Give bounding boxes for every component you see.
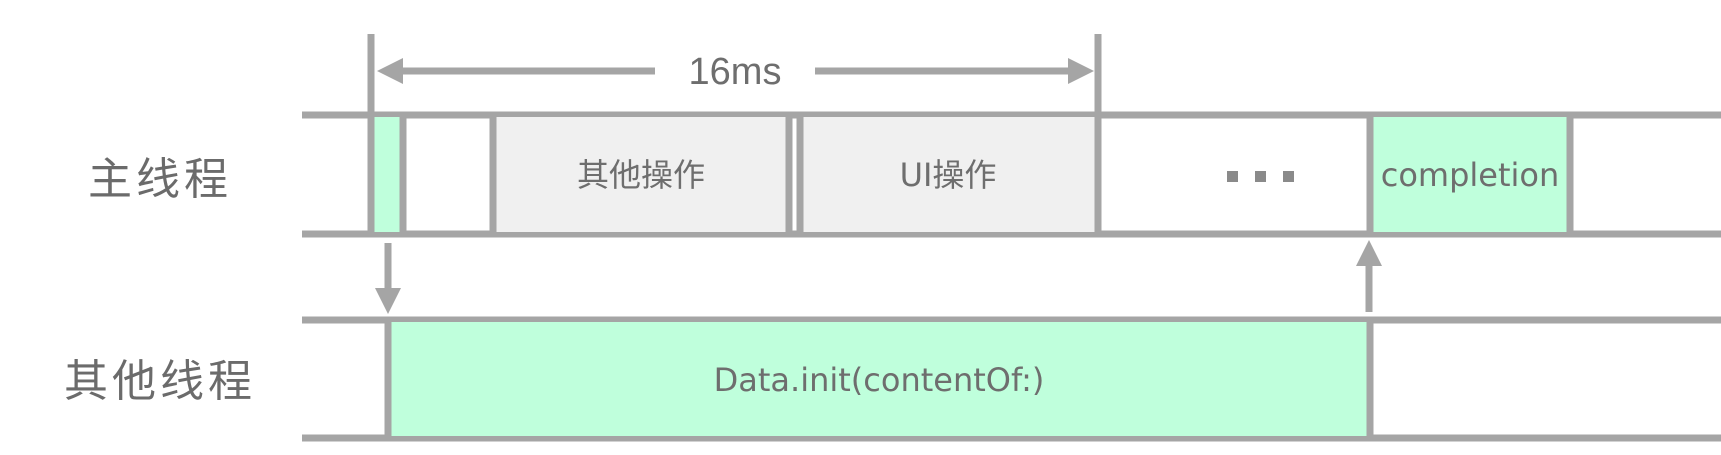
- ellipsis-dot: [1283, 171, 1294, 182]
- other-ops-label: 其他操作: [577, 156, 705, 194]
- main-thread-lane: 其他操作 UI操作 completion: [302, 111, 1721, 238]
- ellipsis-dot: [1255, 171, 1266, 182]
- ui-ops-label: UI操作: [900, 156, 997, 194]
- ui-ops-block: [801, 117, 1098, 232]
- timing-arrow-left-head: [377, 58, 403, 84]
- lane-label-main-thread: 主线程: [88, 154, 232, 205]
- callback-arrow-head: [1356, 240, 1382, 266]
- timing-bracket: 16ms: [367, 34, 1102, 117]
- main-start-block: [371, 117, 403, 232]
- data-init-block: [389, 322, 1369, 436]
- ellipsis-marker: [1227, 171, 1294, 182]
- completion-label: completion: [1381, 156, 1560, 194]
- completion-block: [1370, 117, 1568, 232]
- callback-arrow: [1356, 240, 1382, 312]
- other-thread-lane: Data.init(contentOf:): [302, 316, 1721, 442]
- timing-arrow-right-head: [1068, 58, 1094, 84]
- timing-label: 16ms: [689, 51, 782, 93]
- data-init-label: Data.init(contentOf:): [714, 361, 1045, 399]
- lane-label-other-thread: 其他线程: [64, 356, 256, 407]
- dispatch-arrow-head: [375, 288, 401, 314]
- ellipsis-dot: [1227, 171, 1238, 182]
- dispatch-arrow: [375, 243, 401, 314]
- other-ops-block: [493, 117, 786, 232]
